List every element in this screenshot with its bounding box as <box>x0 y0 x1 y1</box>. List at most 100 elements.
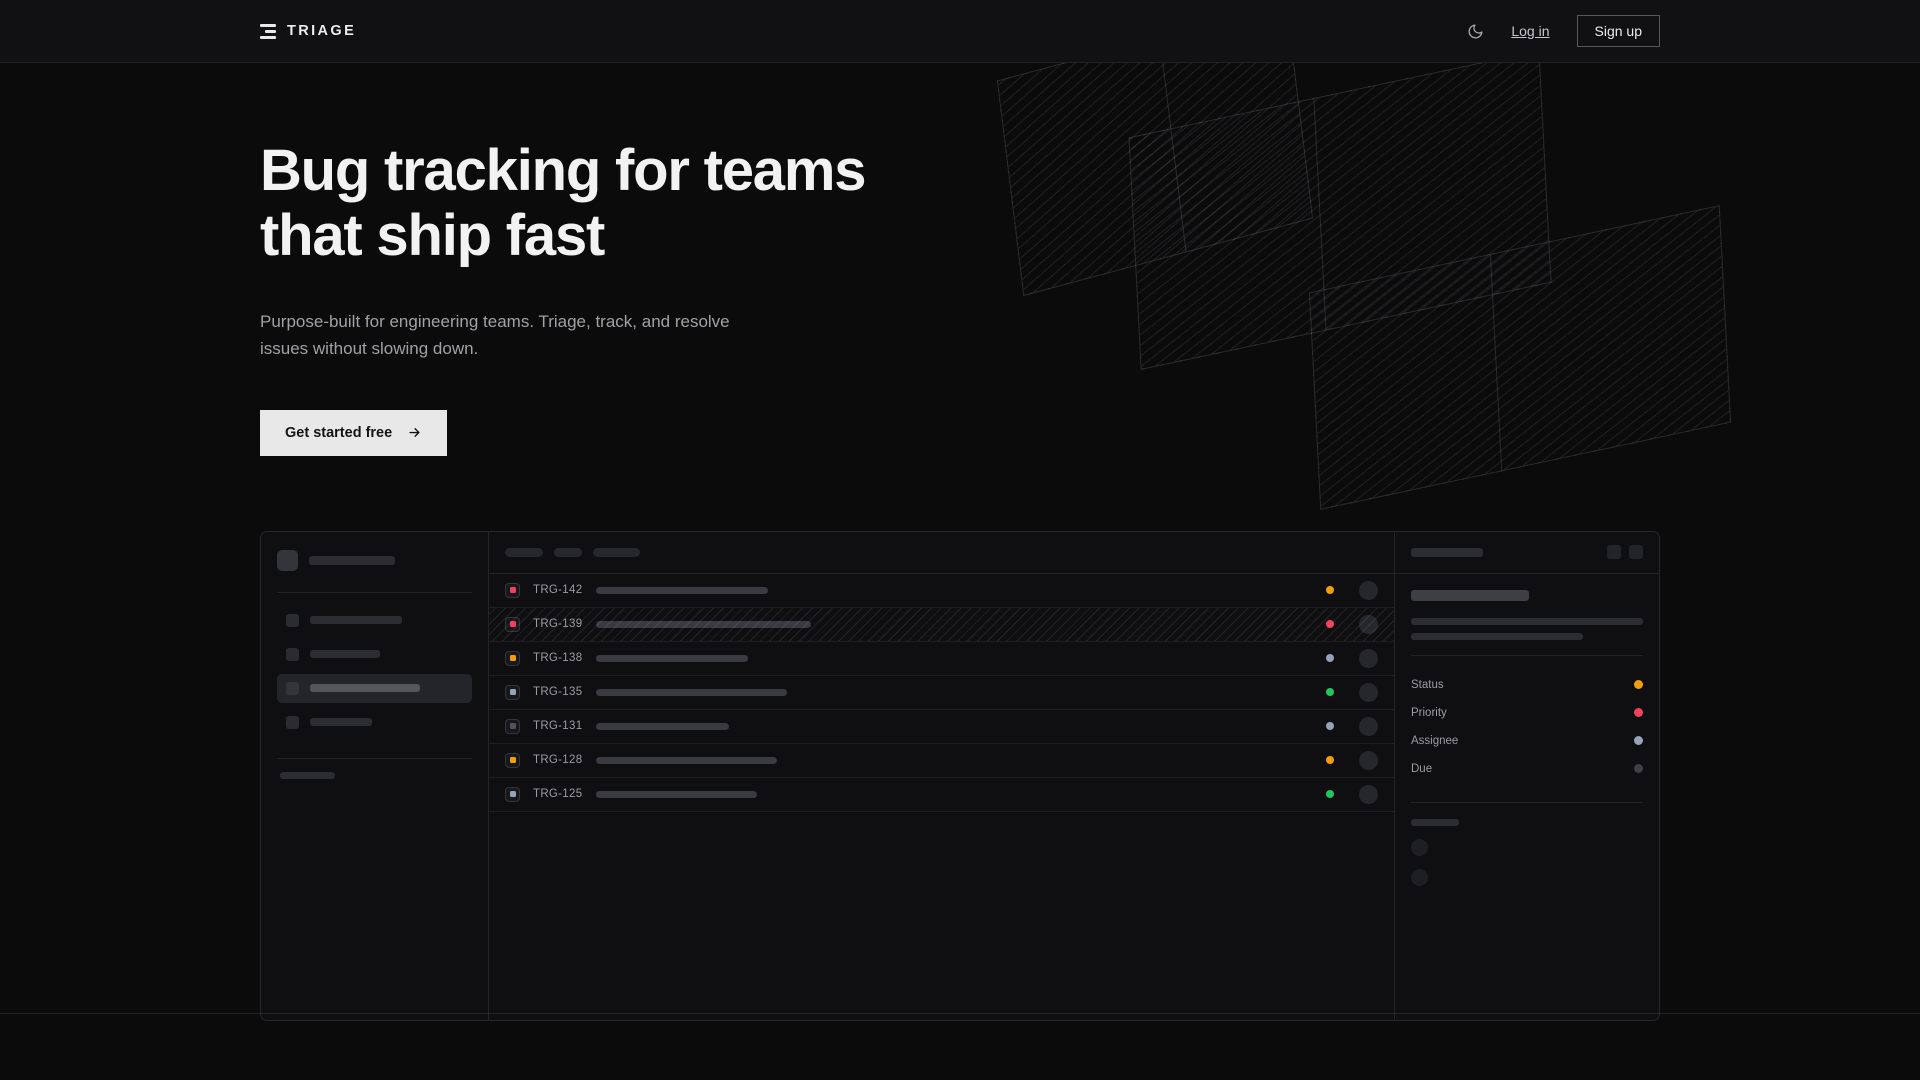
detail-field-value-dot <box>1634 736 1643 746</box>
detail-title-placeholder <box>1411 547 1483 557</box>
issue-row[interactable]: TRG-125 <box>489 778 1394 812</box>
priority-indicator-icon <box>505 752 520 768</box>
login-link[interactable]: Log in <box>1511 23 1550 39</box>
detail-action-button-1[interactable] <box>1607 545 1621 560</box>
moon-icon <box>1468 23 1483 38</box>
detail-action-button-2[interactable] <box>1629 545 1643 560</box>
issue-row[interactable]: TRG-131 <box>489 710 1394 744</box>
detail-description-line-1 <box>1411 617 1643 625</box>
sidebar-item-label-placeholder <box>310 616 402 625</box>
status-dot-icon <box>1326 620 1334 629</box>
issue-row[interactable]: TRG-142 <box>489 574 1394 608</box>
sidebar-nav-item-3[interactable] <box>277 673 472 703</box>
status-dot-icon <box>1326 654 1334 663</box>
issue-title-placeholder <box>596 756 777 764</box>
brand-logo[interactable]: TRIAGE <box>260 23 356 39</box>
sidebar-item-label-placeholder <box>310 684 420 693</box>
status-dot-icon <box>1326 688 1334 697</box>
workspace-avatar <box>277 549 298 571</box>
status-dot-icon <box>1326 790 1334 799</box>
assignee-avatar <box>1359 784 1378 804</box>
assignee-avatar <box>1359 648 1378 668</box>
issue-row[interactable]: TRG-135 <box>489 676 1394 710</box>
assignee-avatar <box>1359 750 1378 770</box>
detail-field-value-dot <box>1634 764 1643 774</box>
issue-id: TRG-138 <box>533 652 583 665</box>
signup-button[interactable]: Sign up <box>1576 15 1660 47</box>
detail-field-assignee[interactable]: Assignee <box>1411 727 1643 755</box>
detail-field-due[interactable]: Due <box>1411 755 1643 783</box>
sidebar-item-icon <box>286 613 299 627</box>
priority-indicator-icon <box>505 582 520 598</box>
issue-row[interactable]: TRG-138 <box>489 642 1394 676</box>
toolbar-chip-2[interactable] <box>554 547 582 557</box>
activity-avatar-1 <box>1411 838 1428 856</box>
assignee-avatar <box>1359 580 1378 600</box>
sidebar-divider-1 <box>277 591 472 593</box>
issue-title-placeholder <box>596 688 787 696</box>
issue-id: TRG-139 <box>533 618 583 631</box>
triage-logo-icon <box>260 23 276 39</box>
sidebar-item-label-placeholder <box>310 718 372 727</box>
workspace-name-placeholder <box>309 555 395 565</box>
detail-panel-header <box>1395 532 1659 574</box>
hero-subheading: Purpose-built for engineering teams. Tri… <box>260 311 730 358</box>
get-started-button[interactable]: Get started free <box>260 409 448 456</box>
sidebar-item-icon <box>286 647 299 661</box>
sidebar-sub-item-3[interactable] <box>277 823 472 843</box>
detail-issue-title <box>1411 589 1529 601</box>
sidebar-nav-item-1[interactable] <box>277 606 472 635</box>
toolbar-chip-1[interactable] <box>505 547 543 557</box>
arrow-right-icon <box>409 428 420 438</box>
sidebar-sub-item-1[interactable] <box>277 783 472 803</box>
priority-indicator-icon <box>505 616 520 632</box>
issue-id: TRG-125 <box>533 788 583 801</box>
detail-divider-1 <box>1411 654 1643 656</box>
theme-toggle-button[interactable] <box>1467 23 1484 40</box>
activity-avatar-2 <box>1411 868 1428 886</box>
issue-row[interactable]: TRG-128 <box>489 744 1394 778</box>
priority-indicator-icon <box>505 650 520 666</box>
activity-section-label <box>1411 818 1459 826</box>
toolbar-chip-3[interactable] <box>593 547 640 557</box>
sidebar-workspace[interactable] <box>277 549 472 571</box>
assignee-avatar <box>1359 716 1378 736</box>
sidebar-item-label-placeholder <box>310 650 380 659</box>
issue-id: TRG-128 <box>533 754 583 767</box>
issue-id: TRG-131 <box>533 720 583 733</box>
sidebar-item-icon <box>286 715 299 729</box>
top-navbar: TRIAGE Log in Sign up <box>0 0 1920 63</box>
get-started-label: Get started free <box>285 424 393 441</box>
status-dot-icon <box>1326 722 1334 731</box>
sidebar-sub-item-2[interactable] <box>277 803 472 823</box>
mockup-sidebar <box>261 531 489 1020</box>
sidebar-nav-item-2[interactable] <box>277 640 472 669</box>
issue-title-placeholder <box>596 790 757 798</box>
detail-field-status[interactable]: Status <box>1411 671 1643 699</box>
detail-field-value-dot <box>1634 680 1643 690</box>
status-dot-icon <box>1326 756 1334 765</box>
detail-description-line-2 <box>1411 632 1583 640</box>
sidebar-section-label <box>280 771 335 779</box>
issue-row[interactable]: TRG-139 <box>489 607 1394 642</box>
page-bottom-divider <box>0 1013 1920 1014</box>
sidebar-nav-item-4[interactable] <box>277 708 472 737</box>
issue-title-placeholder <box>596 654 748 662</box>
issue-list-toolbar <box>489 532 1394 574</box>
detail-divider-2 <box>1411 801 1643 803</box>
priority-indicator-icon <box>505 684 520 700</box>
brand-name: TRIAGE <box>287 23 357 39</box>
detail-field-label: Assignee <box>1411 734 1459 747</box>
issue-id: TRG-135 <box>533 686 583 699</box>
detail-field-label: Priority <box>1411 706 1447 719</box>
detail-field-label: Due <box>1411 762 1433 775</box>
issue-title-placeholder <box>596 586 768 594</box>
issue-title-placeholder <box>596 722 729 730</box>
hero-heading: Bug tracking for teams that ship fast <box>260 138 866 268</box>
detail-field-priority[interactable]: Priority <box>1411 699 1643 727</box>
